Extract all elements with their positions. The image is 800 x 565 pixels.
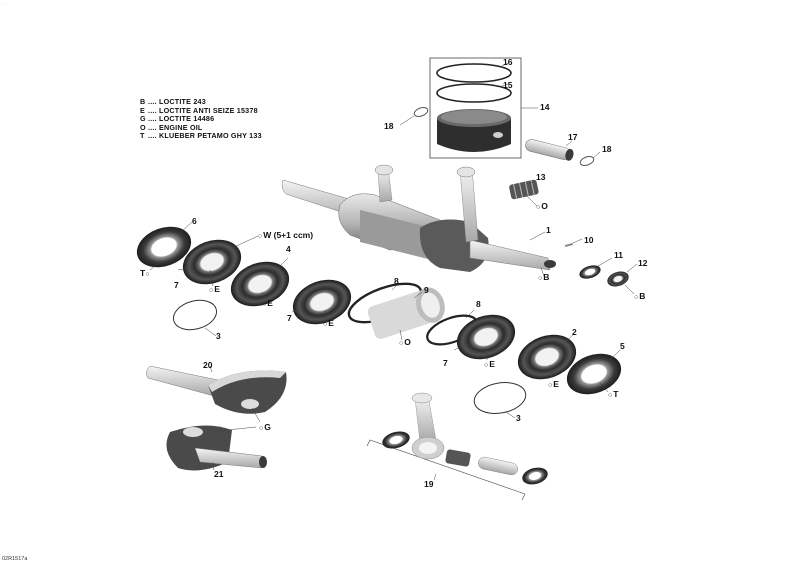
o-ring-3-right: [473, 382, 527, 414]
circlip-18-right: [579, 156, 595, 166]
lube-mark-b-2: ○B: [634, 291, 646, 301]
callout-8-b[interactable]: 8: [476, 299, 481, 309]
piston-pin: [525, 139, 574, 161]
callout-6[interactable]: 6: [192, 216, 197, 226]
callout-13[interactable]: 13: [536, 172, 546, 182]
needle-bearing: [509, 179, 539, 200]
callout-9[interactable]: 9: [424, 285, 429, 295]
lube-mark-e-1: ○E: [209, 284, 220, 294]
corner-mark: ʼ: [2, 2, 3, 7]
callout-21[interactable]: 21: [214, 469, 224, 479]
callout-3-right[interactable]: 3: [516, 413, 521, 423]
nut: [607, 271, 629, 287]
lube-mark-e-2: ○E: [262, 298, 273, 308]
callout-4[interactable]: 4: [286, 244, 291, 254]
callout-20[interactable]: 20: [203, 360, 213, 370]
illustration-reference-code: 02R1517a: [2, 556, 28, 562]
piston-kit-group: [429, 57, 538, 159]
callout-19[interactable]: 19: [424, 479, 434, 489]
piston: [437, 109, 511, 152]
callout-2[interactable]: 2: [572, 327, 577, 337]
drop-icon: ○: [323, 321, 328, 328]
callout-10[interactable]: 10: [584, 235, 594, 245]
oil-seal-5: [566, 353, 622, 395]
bearing-w: [182, 239, 242, 285]
callout-18-left[interactable]: 18: [384, 121, 394, 131]
drop-icon: ○: [536, 204, 541, 211]
lubricant-legend: B.... LOCTITE 243 E.... LOCTITE ANTI SEI…: [140, 97, 262, 141]
callout-11[interactable]: 11: [614, 250, 623, 260]
callout-7-a[interactable]: 7: [174, 280, 179, 290]
callout-7-c[interactable]: 7: [443, 358, 448, 368]
drop-icon: ○: [634, 294, 639, 301]
callout-17[interactable]: 17: [568, 132, 578, 142]
half-crankshaft-20: [146, 365, 287, 414]
lube-note-w: ○W (5+1 ccm): [258, 230, 314, 240]
lube-mark-t-left: T○: [140, 268, 150, 278]
center-bearing: [367, 287, 445, 339]
callout-3-left[interactable]: 3: [216, 331, 221, 341]
callout-7-b[interactable]: 7: [287, 313, 292, 323]
legend-row-b: B.... LOCTITE 243: [140, 97, 206, 106]
drop-icon: ○: [484, 362, 489, 369]
legend-row-t: T.... KLUEBER PETAMO GHY 133: [140, 131, 262, 141]
o-ring-3-left: [172, 299, 218, 331]
lube-mark-g: ○G: [259, 422, 271, 432]
drop-icon: ○: [258, 233, 263, 240]
drop-icon: ○: [548, 382, 553, 389]
legend-row-o: O.... ENGINE OIL: [140, 122, 203, 132]
piston-ring-15: [436, 83, 512, 103]
lube-mark-o-1: ○O: [536, 201, 548, 211]
half-crankshaft-21: [166, 425, 267, 471]
drop-icon: ○: [259, 425, 264, 432]
lube-mark-e-5: ○E: [548, 379, 559, 389]
drop-icon: ○: [262, 301, 267, 308]
drop-icon: ○: [538, 275, 543, 282]
bearing-4: [230, 261, 290, 307]
lube-mark-b-1: ○B: [538, 272, 550, 282]
circlip-18-left: [413, 107, 429, 117]
callout-18-right[interactable]: 18: [602, 144, 612, 154]
lube-mark-e-3: ○E: [323, 318, 334, 328]
bearing-ring-7-right: [456, 314, 516, 360]
lube-mark-t-right: ○T: [608, 389, 619, 399]
drop-icon: ○: [145, 271, 150, 278]
crankshaft: [281, 164, 556, 272]
oil-seal-6: [136, 226, 192, 268]
callout-8-a[interactable]: 8: [394, 276, 399, 286]
bearing-ring-7: [292, 279, 352, 325]
drop-icon: ○: [209, 287, 214, 294]
callout-5[interactable]: 5: [620, 341, 625, 351]
piston-ring-16: [436, 63, 512, 83]
connecting-rod-kit: [366, 392, 548, 501]
drop-icon: ○: [608, 392, 613, 399]
callout-12[interactable]: 12: [638, 258, 648, 268]
callout-16[interactable]: 16: [503, 57, 513, 67]
lube-mark-o-2: ○O: [399, 337, 411, 347]
lube-mark-e-4: ○E: [484, 359, 495, 369]
callout-15[interactable]: 15: [503, 80, 513, 90]
drop-icon: ○: [399, 340, 404, 347]
callout-14[interactable]: 14: [540, 102, 550, 112]
bearing-2: [517, 334, 577, 380]
callout-1[interactable]: 1: [546, 225, 551, 235]
legend-row-e: E.... LOCTITE ANTI SEIZE 15378: [140, 105, 258, 115]
key: [564, 242, 574, 248]
washer: [579, 265, 601, 279]
legend-row-g: G.... LOCTITE 14486: [140, 114, 215, 124]
